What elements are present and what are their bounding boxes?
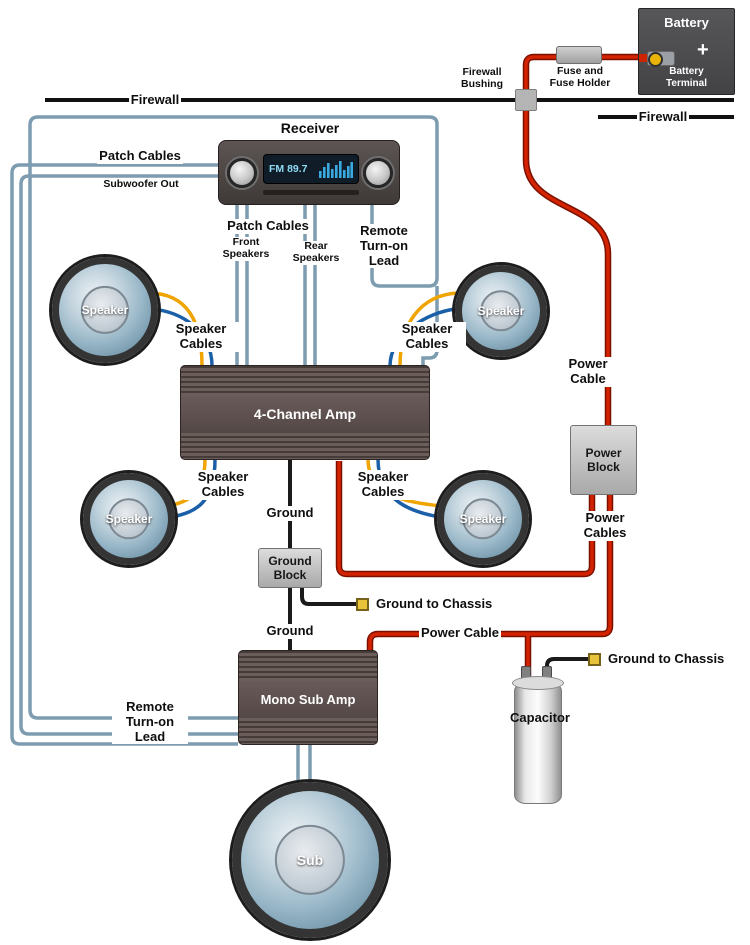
label-patch-cables-left: Patch Cables: [97, 148, 183, 164]
label-ground-upper: Ground: [264, 505, 316, 521]
label-firewall-left: Firewall: [128, 92, 182, 108]
speaker-label: Speaker: [105, 512, 153, 526]
firewall-bushing: [515, 89, 537, 111]
receiver-station-text: FM 89.7: [269, 163, 308, 175]
speaker-dust-cap: [274, 824, 346, 896]
ground-wire-capacitor-to-chassis: [545, 657, 588, 682]
receiver-cd-slot: [263, 190, 359, 195]
ground-block-label-2: Block: [273, 568, 307, 582]
equalizer-bars-icon: [319, 161, 353, 178]
speaker-label: Speaker: [81, 303, 129, 317]
four-channel-amp-label: 4-Channel Amp: [253, 406, 357, 423]
fuse-holder: [556, 46, 602, 64]
label-capacitor: Capacitor: [510, 710, 570, 725]
subwoofer-label: Sub: [296, 852, 324, 868]
remote-turn-on-lead-wire: [28, 115, 439, 720]
label-subwoofer-out: Subwoofer Out: [101, 178, 181, 191]
label-receiver: Receiver: [280, 120, 340, 136]
speaker-rear-right: Speaker: [437, 473, 529, 565]
speaker-cable-fr-yellow: [398, 291, 459, 367]
mono-sub-amp: Mono Sub Amp: [238, 650, 378, 745]
capacitor-top: [512, 676, 564, 690]
receiver-display: FM 89.7: [263, 154, 359, 184]
subwoofer-patch-cable-1: [10, 163, 238, 746]
battery-terminal-label-2: Terminal: [666, 77, 707, 89]
chassis-terminal-lower: [588, 653, 601, 666]
subwoofer-patch-cable-2: [19, 174, 238, 736]
four-channel-amp: 4-Channel Amp: [180, 365, 430, 460]
receiver-knob-left: [227, 158, 257, 188]
receiver-knob-right: [363, 158, 393, 188]
speaker-dust-cap: [80, 285, 130, 335]
ground-block: Ground Block: [258, 548, 322, 588]
power-block-label-1: Power: [585, 445, 622, 460]
power-cable-to-4ch-amp: [337, 461, 594, 576]
battery-box: Battery + Battery Terminal: [638, 8, 735, 95]
label-ground-lower: Ground: [264, 623, 316, 639]
chassis-terminal-upper: [356, 598, 369, 611]
ground-wire-block-to-chassis: [300, 586, 356, 606]
battery-terminal-label-1: Battery: [669, 66, 704, 77]
speaker-cable-fl-yellow: [147, 291, 204, 367]
speaker-label: Speaker: [477, 304, 525, 318]
battery-plus-sign: +: [697, 39, 709, 61]
label-patch-cables-bottom: Patch Cables: [225, 218, 311, 234]
power-cable-main: [524, 55, 652, 428]
speaker-label: Speaker: [459, 512, 507, 526]
battery-terminal-ring-icon: [648, 52, 663, 67]
speaker-dust-cap: [462, 498, 504, 540]
battery-title: Battery: [664, 15, 709, 30]
speaker-front-left: Speaker: [52, 257, 158, 363]
power-block-label-2: Block: [587, 460, 620, 474]
speaker-rear-left: Speaker: [83, 473, 175, 565]
receiver: FM 89.7: [218, 140, 400, 205]
power-block: Power Block: [570, 425, 637, 495]
mono-sub-amp-label: Mono Sub Amp: [260, 691, 356, 707]
speaker-dust-cap: [480, 290, 522, 332]
capacitor-body: [514, 682, 562, 804]
label-ground-to-chassis-upper: Ground to Chassis: [376, 596, 493, 611]
label-firewall-right: Firewall: [636, 109, 690, 125]
label-power-cable-bottom: Power Cable: [418, 625, 502, 641]
label-ground-to-chassis-lower: Ground to Chassis: [608, 651, 725, 666]
speaker-dust-cap: [108, 498, 150, 540]
speaker-front-right: Speaker: [455, 265, 547, 357]
ground-block-label-1: Ground: [268, 553, 312, 568]
subwoofer: Sub: [232, 782, 388, 938]
